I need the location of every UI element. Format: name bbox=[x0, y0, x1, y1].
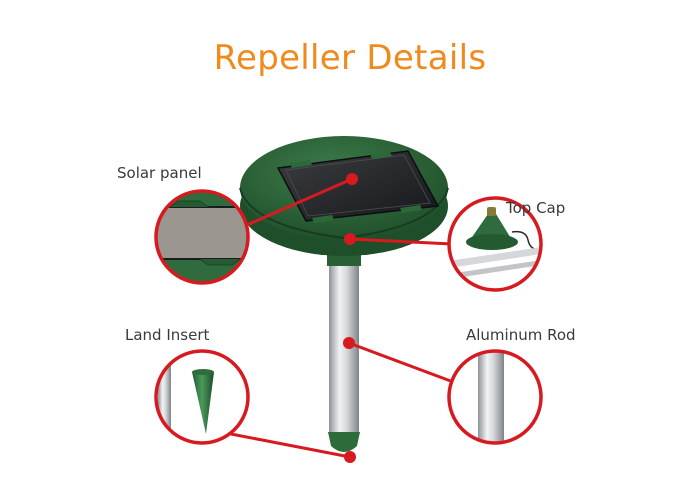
label-solar-panel: Solar panel bbox=[117, 164, 202, 182]
callout-dots bbox=[343, 173, 358, 463]
callout-line-topcap bbox=[349, 237, 453, 246]
rod-body bbox=[329, 236, 359, 436]
page-title: Repeller Details bbox=[213, 38, 487, 78]
callout-dot-solar bbox=[346, 173, 358, 185]
callout-line-solar bbox=[239, 177, 353, 230]
callout-dot-topcap bbox=[344, 233, 356, 245]
detail-solar-panel bbox=[154, 189, 250, 285]
callout-dot-land bbox=[344, 451, 356, 463]
label-aluminum-rod: Aluminum Rod bbox=[466, 326, 576, 344]
spike-tip bbox=[328, 432, 360, 452]
detail-land-insert bbox=[154, 349, 250, 445]
callout-line-land bbox=[230, 432, 351, 459]
callout-lines bbox=[230, 177, 457, 459]
detail-top-cap bbox=[447, 196, 543, 292]
label-land-insert: Land Insert bbox=[125, 326, 210, 344]
callout-line-rod bbox=[348, 341, 457, 385]
detail-aluminum-rod bbox=[447, 349, 543, 445]
callout-dot-rod bbox=[343, 337, 355, 349]
repeller-product bbox=[239, 136, 449, 452]
label-top-cap: Top Cap bbox=[506, 199, 566, 217]
